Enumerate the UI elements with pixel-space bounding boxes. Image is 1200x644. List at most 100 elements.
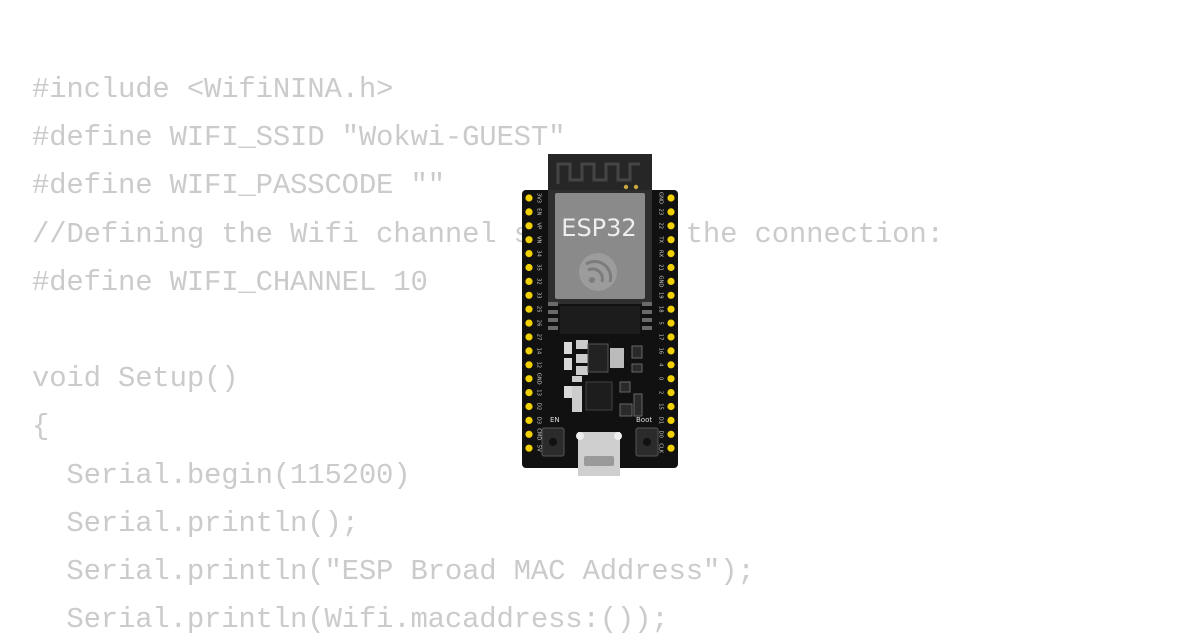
- module-pads: [560, 306, 640, 334]
- header-pin[interactable]: [525, 263, 533, 272]
- header-pin[interactable]: [525, 444, 533, 452]
- pin-label: CLK: [658, 443, 664, 454]
- left-header-pins: [525, 194, 533, 452]
- pin-label: 14: [536, 348, 542, 355]
- pin-label: RX: [658, 250, 664, 258]
- antenna-trace: [556, 162, 640, 184]
- pin-label: D3: [536, 417, 542, 424]
- pin-label: 35: [536, 264, 542, 271]
- module-shield: [555, 193, 645, 299]
- header-pin[interactable]: [667, 250, 675, 258]
- header-pin[interactable]: [667, 389, 675, 397]
- pin-label: D0: [658, 431, 664, 438]
- pin-label: 33: [536, 292, 542, 299]
- pin-label: 2: [658, 391, 664, 394]
- pin-label: 5V: [536, 445, 542, 452]
- module-side-pads: [548, 302, 652, 330]
- esp32-devkit-board[interactable]: ESP32 EN Boot: [520, 154, 680, 476]
- en-label: EN: [550, 416, 560, 424]
- pin-label: 12: [536, 361, 542, 368]
- pin-label: 19: [658, 292, 664, 299]
- pin-label: 4: [658, 363, 664, 367]
- header-pin[interactable]: [525, 375, 533, 383]
- pin-label: VN: [536, 236, 542, 244]
- left-pin-labels: 3V3ENVPVN343532332526271412GND13D2D3CMD5…: [536, 193, 542, 452]
- header-pin[interactable]: [667, 402, 675, 411]
- code-line: [32, 307, 944, 355]
- header-pin[interactable]: [525, 208, 533, 216]
- header-pin[interactable]: [525, 333, 533, 341]
- header-pin[interactable]: [525, 416, 533, 424]
- header-pin[interactable]: [667, 444, 675, 452]
- espressif-logo-icon: [579, 253, 617, 291]
- pin-label: 22: [658, 222, 664, 229]
- header-pin[interactable]: [525, 402, 533, 411]
- pin-label: 3V3: [536, 193, 542, 203]
- code-editor-text: #include <WifiNINA.h> #define WIFI_SSID "…: [32, 66, 944, 644]
- header-pin[interactable]: [667, 305, 675, 313]
- header-pin[interactable]: [667, 236, 675, 244]
- header-pin[interactable]: [667, 430, 675, 438]
- pin-label: D2: [536, 403, 542, 410]
- pin-label: 18: [658, 306, 664, 313]
- pin-label: GND: [658, 275, 664, 287]
- pin-label: EN: [536, 208, 542, 215]
- pin-label: 0: [658, 377, 664, 380]
- header-pin[interactable]: [667, 277, 675, 285]
- code-line: #define WIFI_PASSCODE "": [32, 169, 445, 203]
- pin-label: VP: [536, 222, 542, 229]
- header-pin[interactable]: [525, 291, 533, 299]
- header-pin[interactable]: [667, 263, 675, 272]
- code-line: Serial.println();: [32, 506, 359, 540]
- boot-label: Boot: [636, 416, 652, 424]
- pin-label: D1: [658, 417, 664, 424]
- header-pin[interactable]: [525, 194, 533, 202]
- header-pin[interactable]: [525, 250, 533, 258]
- pin-label: 17: [658, 334, 664, 341]
- code-line: {: [32, 410, 50, 444]
- micro-usb-port[interactable]: [576, 432, 622, 476]
- pin-label: 5: [658, 321, 664, 324]
- chip-label: ESP32: [561, 214, 636, 242]
- header-pin[interactable]: [525, 347, 533, 355]
- header-pin[interactable]: [525, 361, 533, 369]
- pin-label: GND: [536, 373, 542, 385]
- header-pin[interactable]: [525, 319, 533, 327]
- pin-label: TX: [658, 235, 664, 243]
- header-pin[interactable]: [525, 305, 533, 313]
- code-line: //Defining the Wifi channel speeds up th…: [32, 217, 944, 251]
- en-button[interactable]: [541, 427, 565, 457]
- pin-label: 34: [536, 250, 542, 257]
- header-pin[interactable]: [525, 236, 533, 244]
- header-pin[interactable]: [525, 222, 533, 230]
- pin-label: 13: [536, 389, 542, 396]
- header-pin[interactable]: [667, 347, 675, 355]
- code-line: #define WIFI_CHANNEL 10: [32, 265, 428, 299]
- boot-button[interactable]: [635, 427, 659, 457]
- header-pin[interactable]: [667, 291, 675, 299]
- header-pin[interactable]: [667, 208, 675, 216]
- header-pin[interactable]: [667, 222, 675, 230]
- header-pin[interactable]: [667, 319, 675, 327]
- code-line: void Setup(): [32, 362, 239, 396]
- header-pin[interactable]: [667, 375, 675, 383]
- pin-label: 26: [536, 320, 542, 327]
- pin-label: 32: [536, 278, 542, 285]
- code-line: Serial.println("ESP Broad MAC Address");: [32, 554, 755, 588]
- pin-label: 21: [658, 264, 664, 271]
- header-pin[interactable]: [525, 430, 533, 438]
- pin-label: 16: [658, 348, 664, 355]
- code-line: #define WIFI_SSID "Wokwi-GUEST": [32, 121, 566, 155]
- code-line: #include <WifiNINA.h>: [32, 73, 394, 106]
- right-header-pins: [667, 194, 675, 452]
- header-pin[interactable]: [525, 389, 533, 397]
- header-pin[interactable]: [667, 333, 675, 341]
- header-pin[interactable]: [525, 277, 533, 285]
- header-pin[interactable]: [667, 194, 675, 202]
- header-pin[interactable]: [667, 416, 675, 424]
- header-pin[interactable]: [667, 361, 675, 369]
- code-line: Serial.begin(115200): [32, 458, 411, 492]
- smd-components: [564, 340, 643, 417]
- code-line: Serial.println(Wifi.macaddress:());: [32, 603, 669, 637]
